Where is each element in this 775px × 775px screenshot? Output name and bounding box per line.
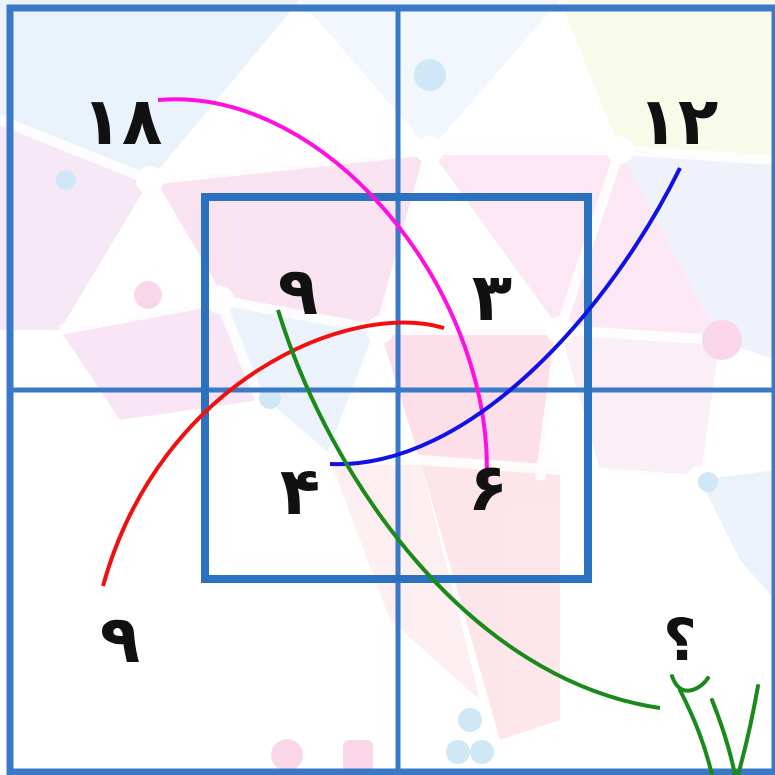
inner-number-top-left: ۹ xyxy=(277,253,319,330)
green-connector xyxy=(276,309,661,710)
inner-number-top-right: ۳ xyxy=(471,259,513,336)
outer-number-top-right: ۱۲ xyxy=(637,83,719,160)
question-mark: ؟ xyxy=(663,606,697,674)
outer-grid xyxy=(6,4,775,775)
magenta-connector xyxy=(157,97,489,491)
handwritten-answer xyxy=(670,674,760,775)
blue-connector xyxy=(329,167,682,467)
inner-number-bottom-left: ۴ xyxy=(279,453,321,530)
outer-number-top-left: ۱۸ xyxy=(81,83,163,160)
red-connector xyxy=(101,320,445,587)
outer-number-bottom-left: ۹ xyxy=(99,601,141,678)
inner-square xyxy=(201,193,592,583)
inner-number-bottom-right: ۶ xyxy=(467,449,509,526)
